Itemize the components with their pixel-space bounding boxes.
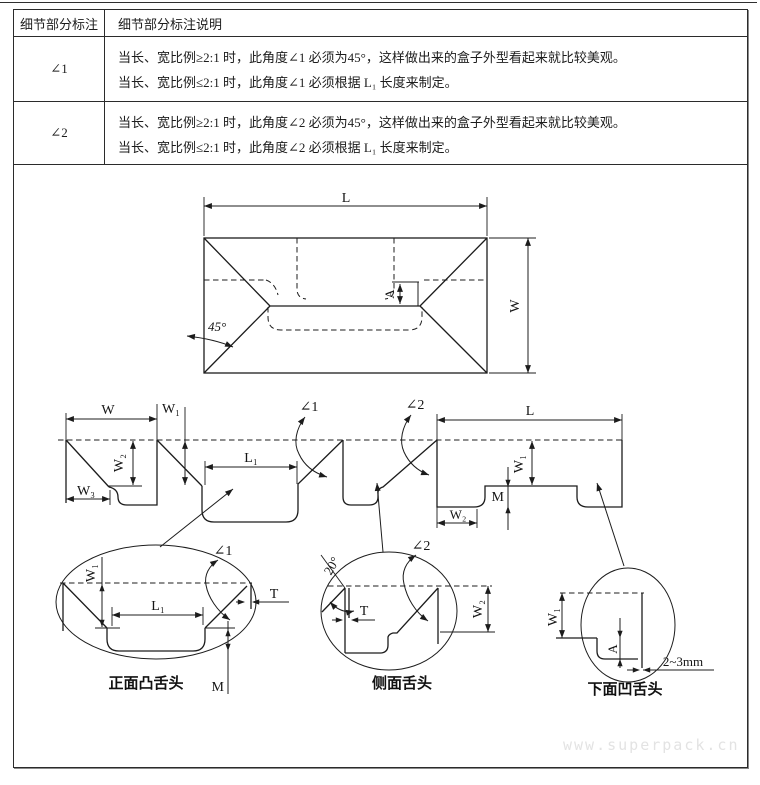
detail-side-outline [321, 587, 439, 654]
detail-bottom-w1-label: W₁ [546, 608, 561, 626]
detail-front-outline [62, 582, 252, 652]
top-tongue-depth-label: A [382, 289, 397, 299]
detail-front-angle1-label: ∠1 [214, 544, 233, 559]
angle1-arc [295, 416, 328, 478]
detail-front-caption: 正面凸舌头 [108, 674, 183, 692]
profile-angle2-label: ∠2 [406, 398, 425, 413]
detail-side-dimensions [329, 554, 495, 633]
header-description-col: 细节部分标注说明 [118, 16, 223, 32]
angle2-label: ∠2 [14, 101, 105, 164]
detail-bottom-caption: 下面凹舌头 [587, 680, 662, 698]
profile-l1-label: L₁ [244, 451, 257, 466]
profile-l-label: L [526, 404, 535, 419]
angle1-label: ∠1 [14, 36, 105, 101]
detail-bottom-outline [556, 593, 643, 668]
top-view-dimensions [186, 197, 536, 374]
header-annotation-col: 细节部分标注 [14, 10, 105, 36]
profile-w2-label: W₂ [112, 454, 127, 472]
detail-side-t-label: T [360, 604, 369, 619]
detail-bottom-a-label: A [605, 644, 620, 654]
profile-outline [65, 439, 623, 523]
detail-bottom-circle [580, 567, 676, 683]
top-view-outline [203, 237, 488, 374]
table-header-row: 细节部分标注 细节部分标注说明 [14, 10, 747, 37]
detail-side-circle [320, 551, 458, 671]
detail-bottom-dimensions [559, 592, 714, 673]
detail-side-20deg-label: 20° [321, 554, 343, 577]
detail-front-dimensions [95, 557, 289, 694]
profile-w1-label: W₁ [162, 402, 180, 417]
table-row-angle1: ∠1 当长、宽比例≥2:1 时，此角度∠1 必须为45°，这样做出来的盒子外型看… [14, 36, 747, 102]
detail-side-w2-label: W₂ [471, 600, 486, 618]
top-length-label: L [342, 191, 351, 206]
profile-w-label: W [101, 403, 115, 418]
profile-dimensions [65, 414, 623, 530]
detail-side-tongue: 20° T ∠2 W₂ 侧面舌头 [320, 539, 495, 692]
profile-angle1-label: ∠1 [300, 400, 319, 415]
angle1-rule-line2: 当长、宽比例≤2:1 时，此角度∠1 必须根据 L₁ 长度来制定。 [118, 75, 458, 90]
angle1-rule-line1: 当长、宽比例≥2:1 时，此角度∠1 必须为45°，这样做出来的盒子外型看起来就… [118, 50, 626, 65]
detail-front-tongue: W₁ L₁ ∠1 T M 正面凸舌头 [55, 544, 289, 695]
detail-front-l1-label: L₁ [151, 599, 164, 614]
top-view: L W A 45° [186, 191, 536, 374]
top-width-label: W [508, 299, 523, 313]
top-rule [0, 2, 757, 3]
angle2-rule-line1: 当长、宽比例≥2:1 时，此角度∠2 必须为45°，这样做出来的盒子外型看起来就… [118, 115, 626, 130]
top-view-fold-lines [204, 238, 487, 331]
detail-side-angle2-label: ∠2 [412, 539, 431, 554]
watermark: www.superpack.cn [563, 736, 740, 754]
detail-front-t-label: T [270, 587, 279, 602]
angle2-arc [401, 414, 430, 476]
detail-front-w1-label: W₁ [84, 564, 99, 582]
profile-leader-arrows [159, 482, 625, 567]
table-row-angle2: ∠2 当长、宽比例≥2:1 时，此角度∠2 必须为45°，这样做出来的盒子外型看… [14, 101, 747, 165]
detail-bottom-gap-label: 2~3mm [663, 654, 703, 669]
profile-extension-lines [65, 404, 623, 528]
top-45deg-label: 45° [208, 319, 226, 334]
spec-table: 细节部分标注 细节部分标注说明 ∠1 当长、宽比例≥2:1 时，此角度∠1 必须… [13, 9, 748, 768]
detail-front-m-label: M [212, 680, 225, 695]
dieline-diagram: L W A 45° [55, 191, 714, 698]
angle2-rule-line2: 当长、宽比例≤2:1 时，此角度∠2 必须根据 L₁ 长度来制定。 [118, 140, 458, 155]
detail-bottom-tongue: W₁ A 2~3mm 下面凹舌头 [546, 567, 714, 698]
profile-w1-right-label: W₁ [512, 455, 527, 473]
profile-w2-right-label: W₂ [450, 507, 467, 522]
profile-w3-label: W₃ [77, 484, 95, 499]
profile-view: W W₁ W₂ W₃ L₁ ∠1 ∠2 L W₁ M W₂ [58, 398, 625, 567]
detail-side-caption: 侧面舌头 [372, 674, 432, 692]
profile-m-label: M [492, 490, 505, 505]
